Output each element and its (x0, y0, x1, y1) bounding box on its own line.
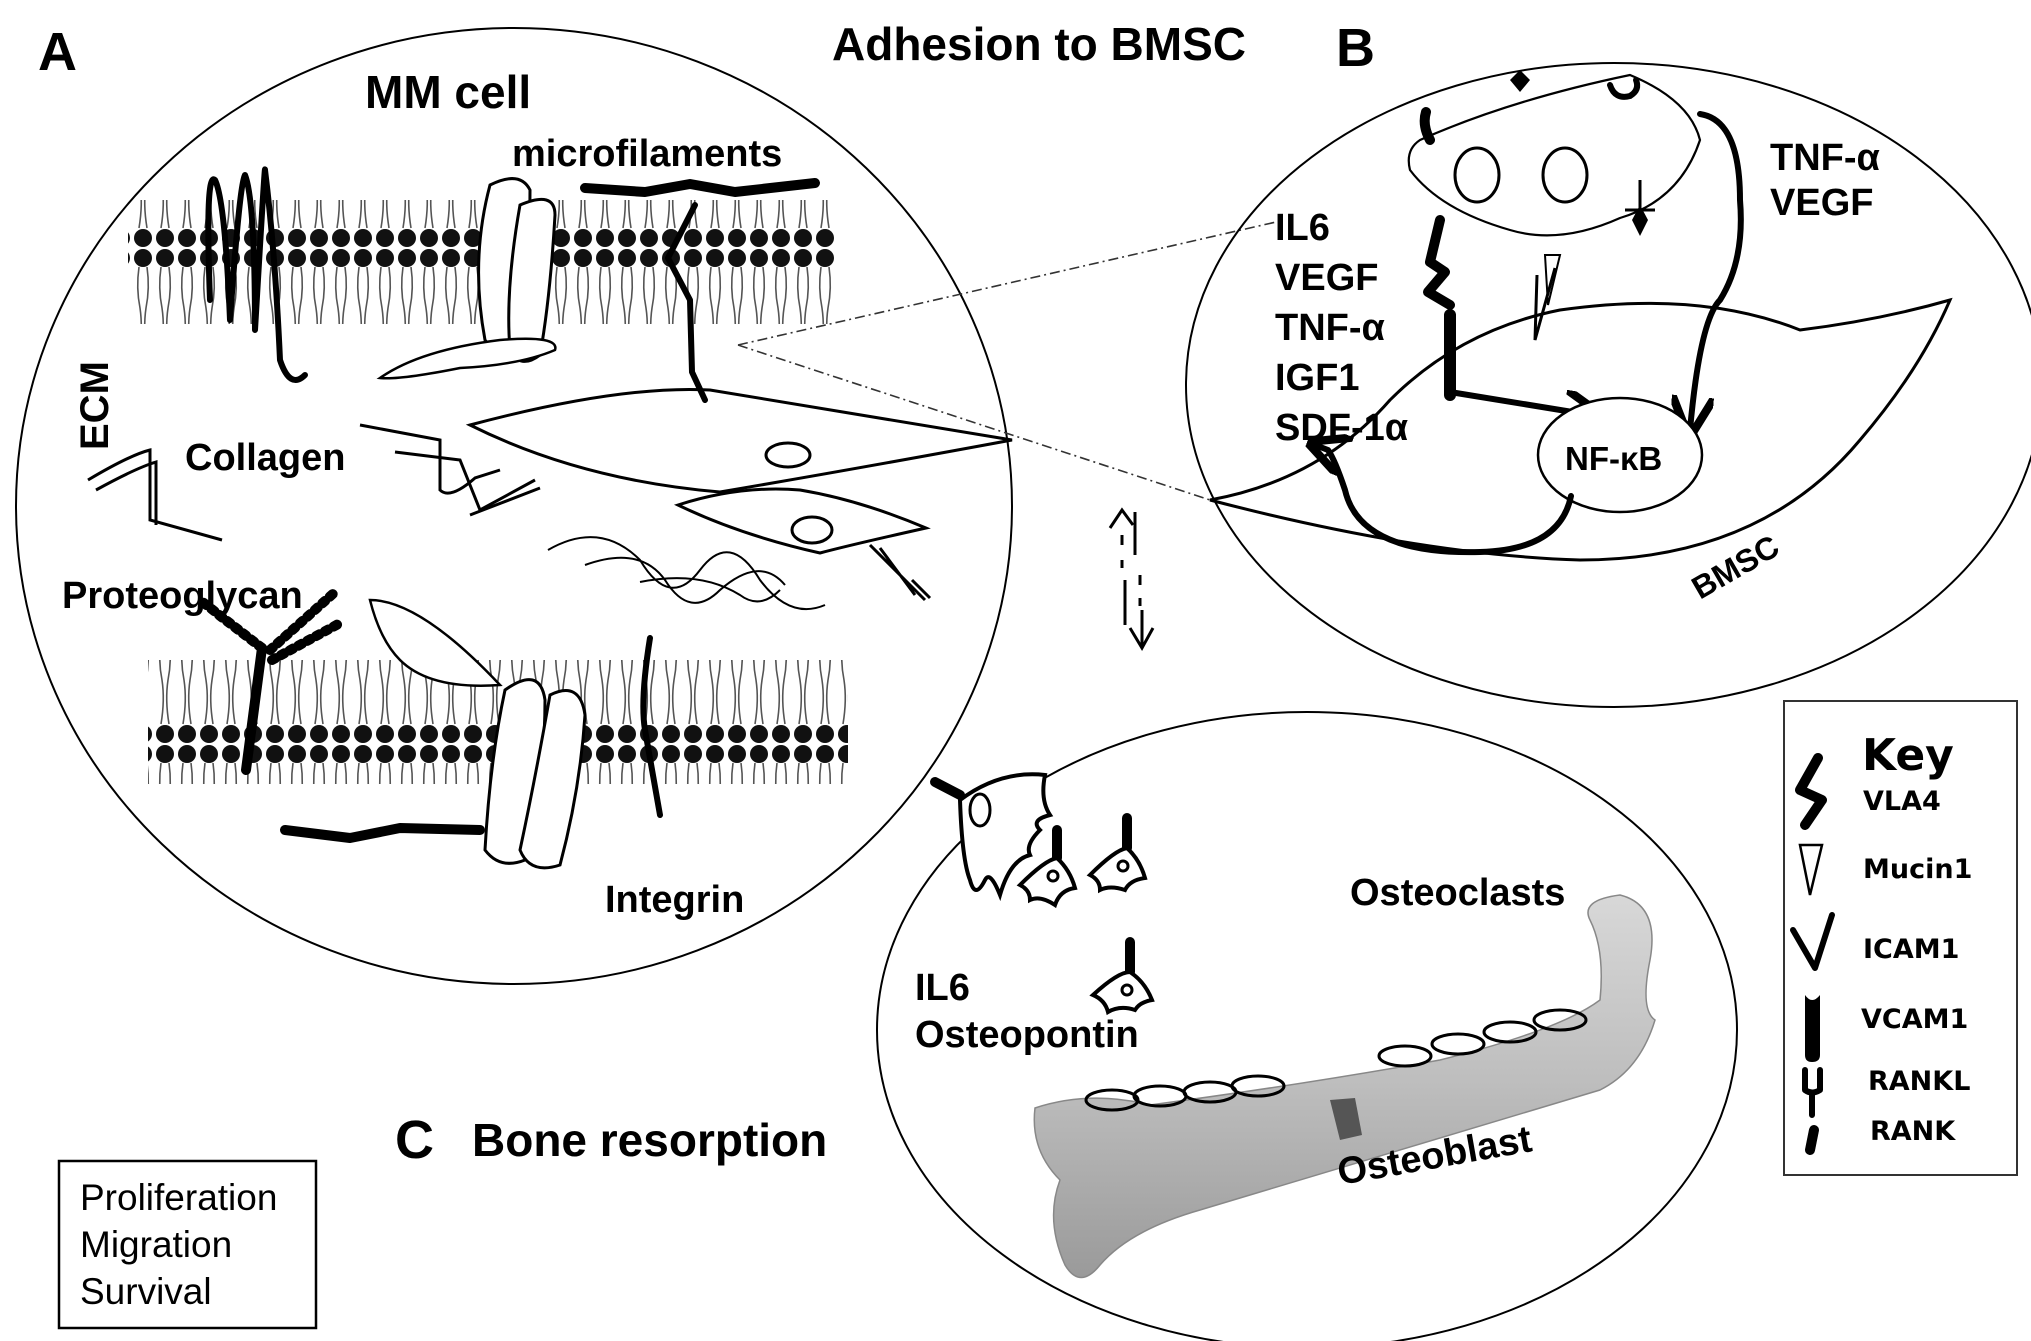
mm-cell-outline (15, 27, 1013, 985)
microfilament-strand (280, 823, 485, 843)
bmsc-adhesion-circle (1185, 62, 2031, 708)
nucleus-shape (1536, 396, 1704, 514)
key-item-label: VCAM1 (1861, 1004, 1968, 1035)
transmembrane-linker (640, 635, 663, 818)
mm-nucleus (1541, 146, 1589, 204)
outcomes-box: Proliferation Migration Survival (57, 1159, 318, 1330)
bone-circle (876, 711, 1738, 1341)
cytokine-label: VEGF (1275, 257, 1378, 299)
icam1-icon (1533, 267, 1557, 341)
zoom-line-bottom (737, 344, 1211, 501)
osteoclast-large (930, 772, 1054, 902)
osteoclast-small (1086, 813, 1148, 894)
factor-label: Osteopontin (915, 1014, 1139, 1056)
cytokines-right: TNF-α VEGF (1770, 137, 1880, 224)
rank-icon (1419, 107, 1435, 145)
notched-bar-icon (1805, 995, 1820, 1062)
panel-b-letter: B (1336, 18, 1375, 78)
bmsc-cell-shape (1209, 297, 1953, 562)
mm-cell-label: MM cell (365, 66, 531, 118)
outcome-item: Proliferation (80, 1177, 277, 1218)
osteoclast-small (1016, 825, 1078, 909)
cytokines-left: IL6 VEGF TNF-α IGF1 SDF-1α (1275, 207, 1408, 449)
zoom-line-top (737, 221, 1277, 346)
fibroblast-nucleus (790, 515, 834, 545)
nfkb-label: NF-κB (1565, 440, 1662, 477)
v-shape-icon (1790, 912, 1835, 971)
integrin-upper (376, 177, 557, 380)
signal-arrow (1690, 111, 1744, 430)
key-item-label: RANKL (1868, 1066, 1970, 1097)
panel-c-letter: C (395, 1110, 434, 1170)
fork-icon (1802, 1067, 1823, 1118)
proteoglycan-label: Proteoglycan (62, 575, 303, 617)
short-bar-icon (1805, 1125, 1819, 1155)
microfilaments-label: microfilaments (512, 133, 782, 175)
cytokine-label: SDF-1α (1275, 407, 1408, 449)
cytokine-label: TNF-α (1770, 137, 1880, 179)
zigzag-icon (1795, 753, 1827, 830)
collagen-label: Collagen (185, 437, 345, 479)
panel-a: A MM cell microfilaments ECM Collagen (15, 22, 1277, 985)
osteoclasts-label: Osteoclasts (1350, 872, 1565, 914)
panel-a-letter: A (38, 22, 77, 82)
proteoglycan (195, 587, 347, 775)
fibroblast-large (465, 387, 1013, 494)
fibrous-strand (584, 556, 786, 604)
key-item-label: RANK (1870, 1116, 1956, 1147)
osteoclast-on-bone (1089, 937, 1155, 1016)
mm-cell-shape (1407, 73, 1702, 237)
bmsc-label: BMSC (1686, 528, 1786, 606)
key-item-label: ICAM1 (1863, 934, 1959, 965)
cytokine-label: TNF-α (1275, 307, 1385, 349)
cytokine-label: IGF1 (1275, 357, 1359, 399)
cytokine-label: VEGF (1770, 182, 1873, 224)
bone-resorption-heading: Bone resorption (472, 1114, 827, 1166)
microfilament-strand (580, 178, 820, 197)
fork-icon (1607, 77, 1641, 100)
bidirectional-arrow (1108, 507, 1155, 652)
panel-c: C Bone resorption (395, 711, 1738, 1341)
triangle-down-icon (1798, 843, 1824, 896)
factor-label: IL6 (915, 967, 970, 1009)
diamond-icon (1510, 70, 1530, 92)
outcomes-box-border (57, 1159, 318, 1330)
outcome-item: Migration (80, 1224, 232, 1265)
key-item-label: VLA4 (1863, 786, 1941, 817)
integrin-label: Integrin (605, 879, 744, 921)
cytokine-label: IL6 (1275, 207, 1330, 249)
fibroblast-receptor (868, 543, 932, 602)
fibroblast-nucleus (764, 441, 812, 469)
star-icon (1632, 205, 1648, 236)
coiled-protein (205, 166, 308, 383)
fibrous-strand (639, 577, 781, 603)
panel-b: Adhesion to BMSC B NF-κB IL6 VEGF TNF-α (832, 18, 2031, 708)
osteoblast-layer (1084, 1008, 1588, 1112)
fibroblast-small (673, 487, 931, 555)
resorption-pit (1330, 1098, 1362, 1140)
secretion-arrow (1315, 445, 1574, 556)
fibrous-strand (547, 536, 826, 611)
integrin-lower (368, 598, 587, 870)
vla4-icon (1423, 215, 1455, 310)
bone-shape (1033, 894, 1656, 1279)
adhesion-heading: Adhesion to BMSC (832, 18, 1246, 70)
ecm-label: ECM (73, 361, 117, 450)
mm-nucleus (1453, 146, 1501, 204)
key-title: Key (1862, 730, 1954, 781)
outcome-item: Survival (80, 1271, 212, 1312)
collagen-fibers (87, 423, 541, 542)
key-legend: Key VLA4 Mucin1 ICAM1 VCAM1 RANKL RANK (1783, 700, 2018, 1176)
transmembrane-linker (665, 202, 708, 403)
key-item-label: Mucin1 (1863, 854, 1972, 885)
